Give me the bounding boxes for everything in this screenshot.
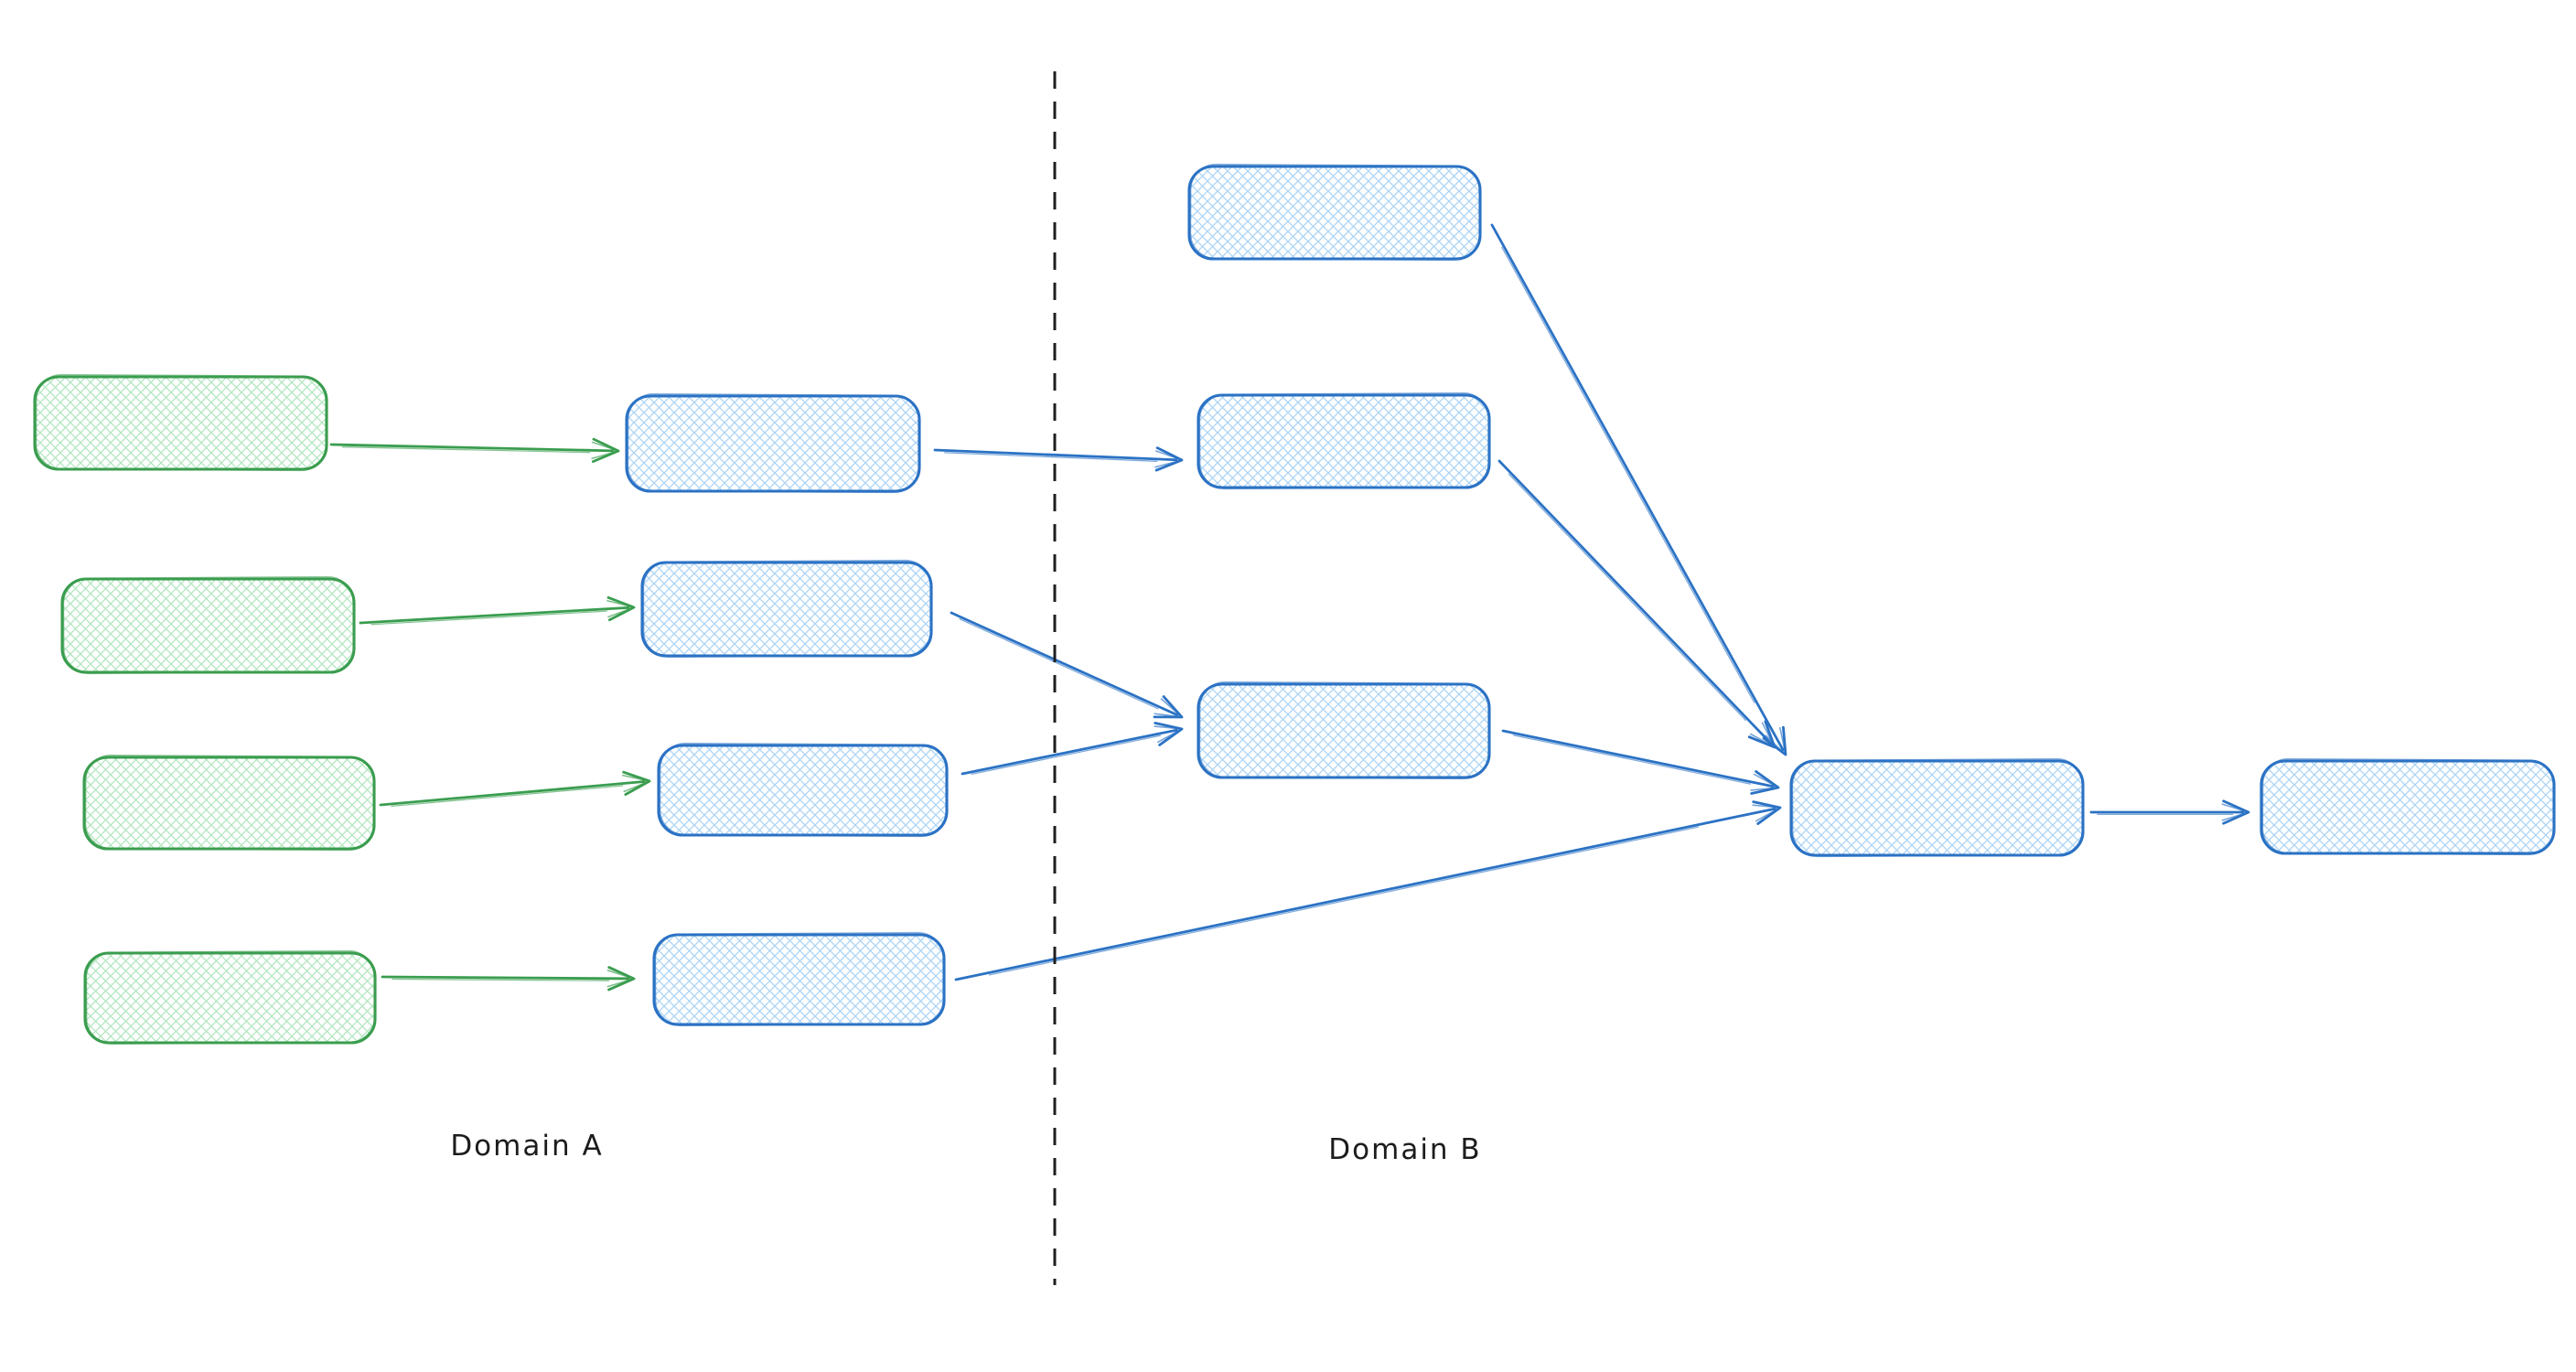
arrow-source1-stage1[interactable]: [329, 437, 620, 464]
domain-b-box-3[interactable]: [1197, 681, 1491, 780]
arrow-stage2-b3[interactable]: [950, 611, 1184, 719]
arrow-stage3-b3[interactable]: [961, 722, 1184, 776]
domain-a-source-box-1[interactable]: [33, 373, 328, 472]
arrow-b1-hub[interactable]: [1490, 223, 1787, 756]
domain-a-source-box-4[interactable]: [83, 949, 377, 1045]
domain-a-stage-box-4[interactable]: [652, 931, 946, 1027]
label-domain-b: Domain B: [1328, 1133, 1481, 1166]
arrow-stage4-hub[interactable]: [954, 800, 1782, 981]
arrow-stage1-b2[interactable]: [933, 446, 1184, 472]
arrow-source2-stage2[interactable]: [359, 595, 636, 626]
arrow-source4-stage4[interactable]: [381, 966, 636, 991]
domain-a-source-box-2[interactable]: [60, 575, 356, 675]
label-domain-a: Domain A: [450, 1130, 603, 1163]
domain-a-stage-box-3[interactable]: [657, 742, 949, 838]
domain-a-stage-box-1[interactable]: [625, 392, 921, 494]
arrow-hub-output[interactable]: [2089, 799, 2250, 825]
arrow-source3-stage3[interactable]: [379, 770, 651, 808]
domain-b-box-1[interactable]: [1187, 163, 1482, 262]
domain-a-source-box-3[interactable]: [82, 754, 376, 852]
arrow-b2-hub[interactable]: [1497, 459, 1776, 749]
domain-b-hub-box[interactable]: [1789, 757, 2085, 858]
arrow-b3-hub[interactable]: [1501, 729, 1780, 795]
domain-b-output-box[interactable]: [2259, 757, 2556, 856]
domain-b-box-2[interactable]: [1197, 391, 1491, 490]
domain-a-stage-box-2[interactable]: [640, 559, 933, 659]
